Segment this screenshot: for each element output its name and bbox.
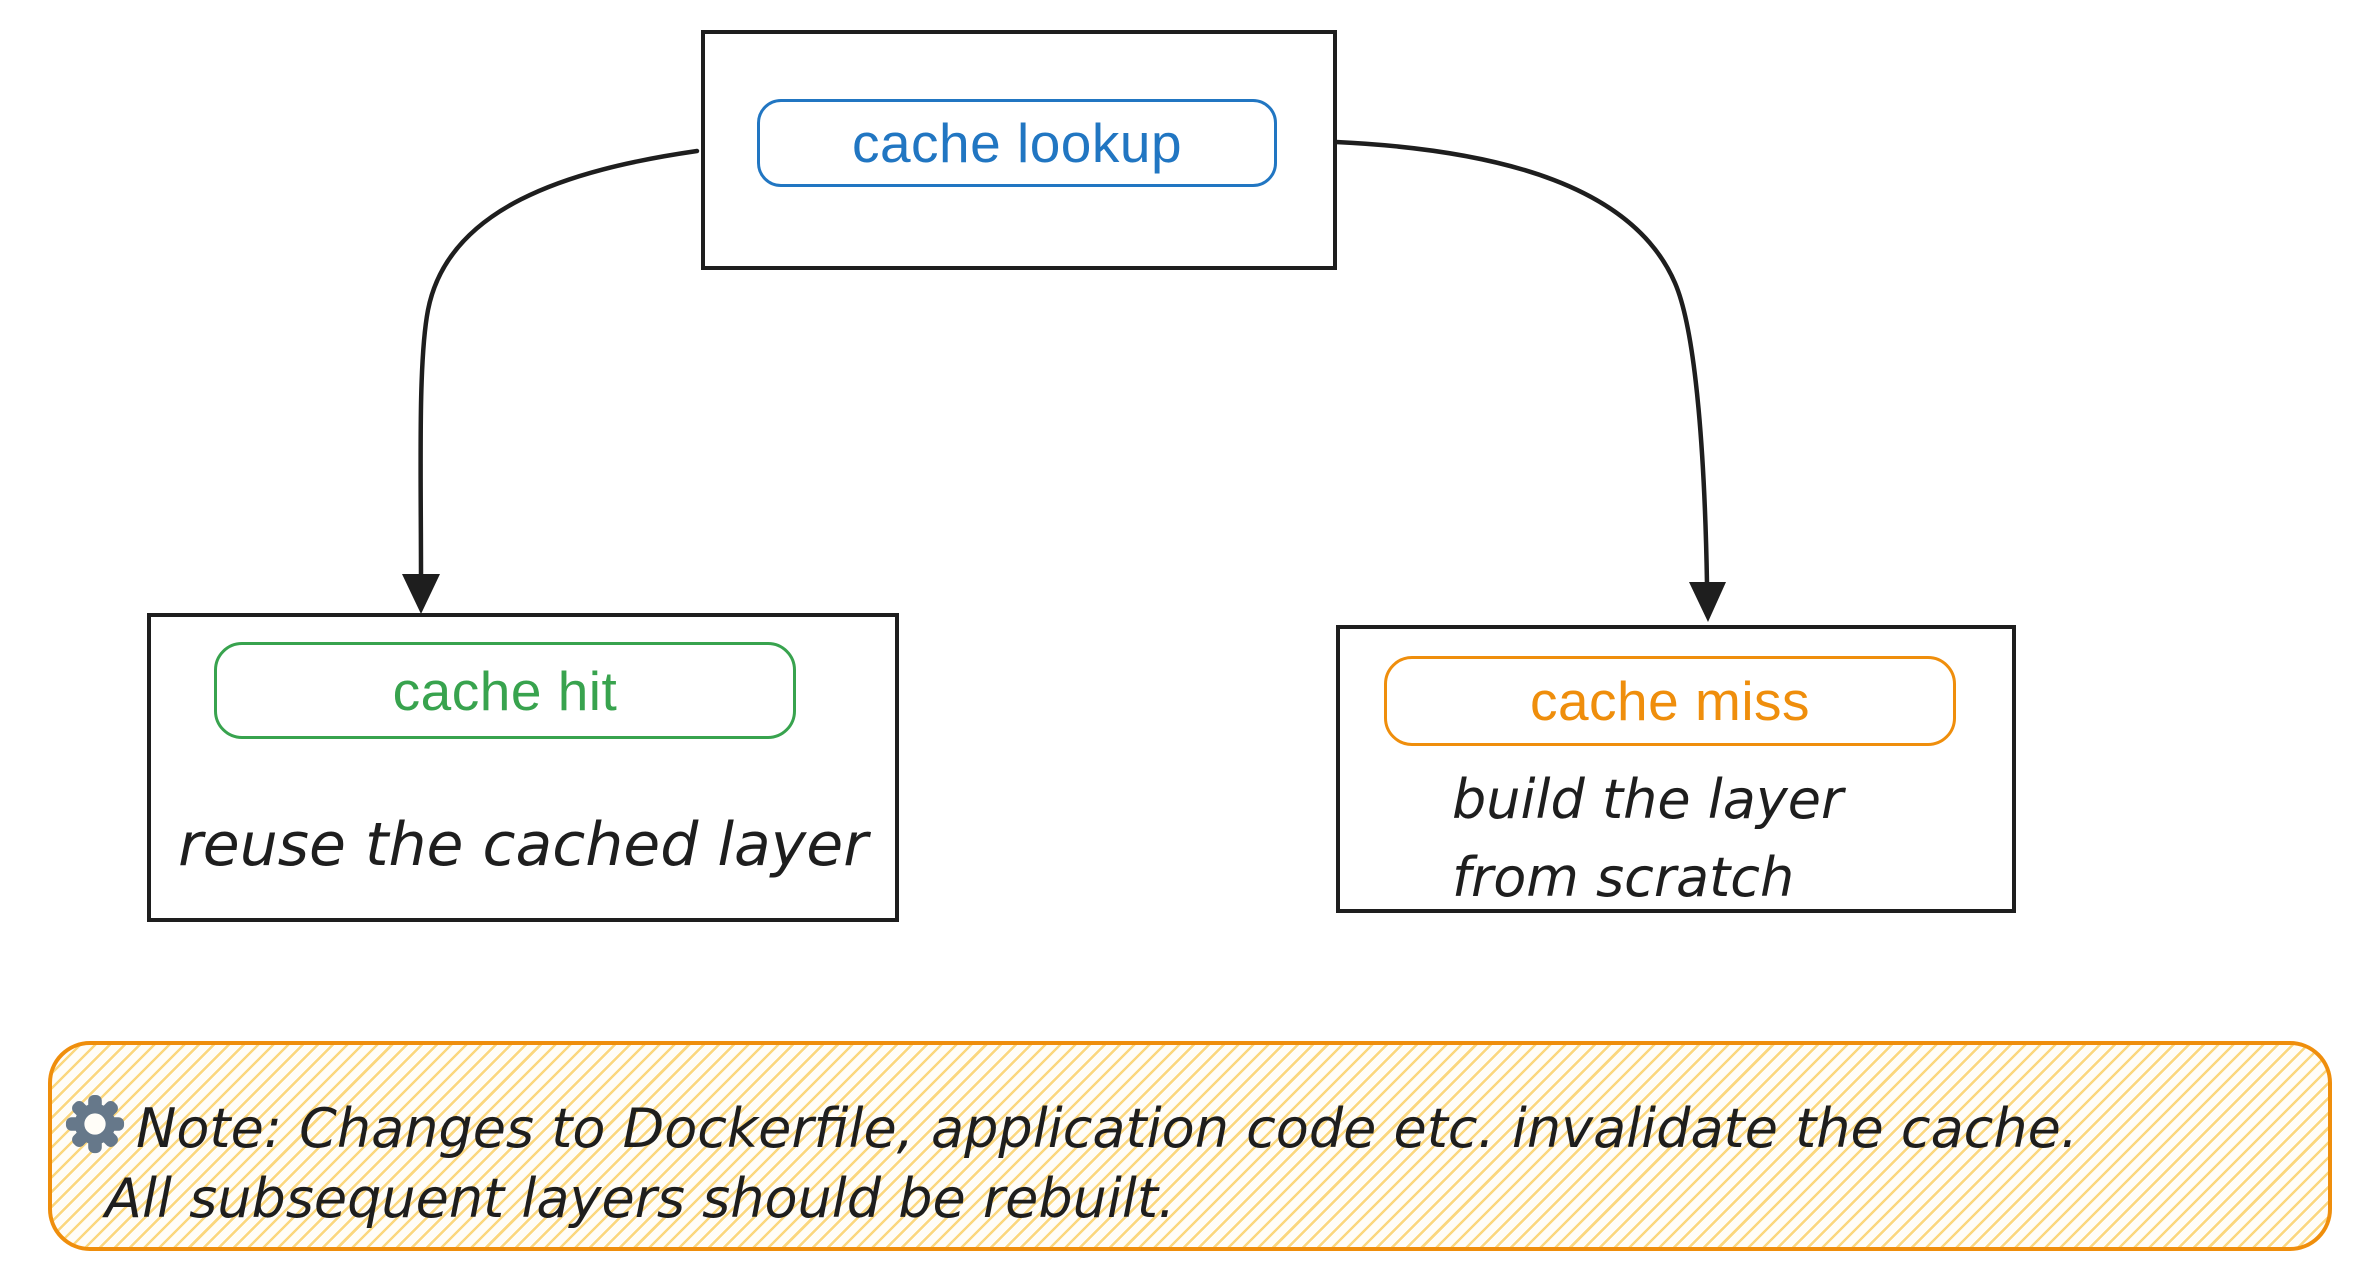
- node-cache-miss: cache miss build the layer from scratch: [1336, 625, 2016, 913]
- arrow-lookup-to-miss: [1333, 139, 1726, 622]
- cache-miss-label: cache miss: [1529, 670, 1811, 732]
- note-callout: Note: Changes to Dockerfile, application…: [48, 1041, 2332, 1251]
- arrow-lookup-to-hit: [402, 148, 700, 614]
- cache-hit-description: reuse the cached layer: [178, 810, 868, 880]
- cache-miss-pill: cache miss: [1384, 656, 1956, 746]
- cache-miss-description-line1: build the layer: [1452, 768, 1844, 831]
- node-cache-hit: cache hit reuse the cached layer: [147, 613, 899, 922]
- cache-miss-description: build the layer from scratch: [1452, 761, 1843, 917]
- gear-icon: [65, 1094, 125, 1154]
- cache-hit-pill: cache hit: [214, 642, 796, 739]
- cache-lookup-label: cache lookup: [851, 112, 1183, 174]
- cache-lookup-pill: cache lookup: [757, 99, 1277, 187]
- note-text-line1: Note: Changes to Dockerfile, application…: [136, 1097, 2078, 1160]
- cache-miss-description-line2: from scratch: [1452, 846, 1795, 909]
- cache-hit-label: cache hit: [392, 659, 618, 722]
- note-text-line2: All subsequent layers should be rebuilt.: [105, 1167, 1176, 1230]
- node-cache-lookup: cache lookup: [701, 30, 1337, 270]
